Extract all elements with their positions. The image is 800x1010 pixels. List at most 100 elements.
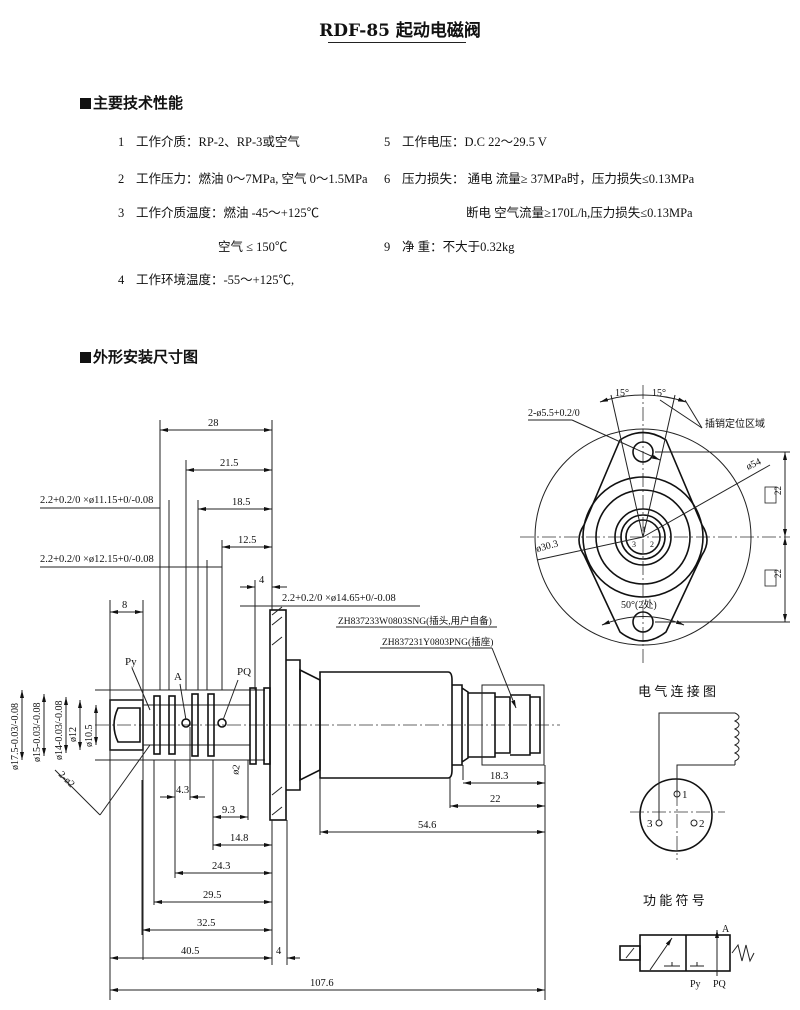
dim-9-3: 9.3 bbox=[222, 805, 235, 816]
spec-num: 6 bbox=[384, 172, 391, 186]
holes-2-diameter-label: 2-ø2 bbox=[56, 769, 77, 790]
spec-2: 2 工作压力：燃油 0～7MPa, 空气 0～1.5MPa bbox=[118, 168, 368, 187]
top-dimensions: 28 21.5 18.5 12.5 4 8 2.2+0.2/0 ×ø11.15+… bbox=[40, 418, 420, 1000]
function-symbol: 功 能 符 号 A Py PQ bbox=[619, 893, 755, 990]
symbol-port-py: Py bbox=[690, 979, 701, 990]
dim-8: 8 bbox=[122, 600, 127, 611]
title-underline bbox=[328, 42, 466, 43]
symbol-title: 功 能 符 号 bbox=[643, 893, 705, 908]
spec-num: 2 bbox=[118, 172, 125, 186]
spec-text: 净 重：不大于0.32kg bbox=[402, 240, 515, 254]
end-pin-2: 2 bbox=[650, 540, 654, 549]
mounting-hole-label: 2-ø5.5+0.2/0 bbox=[528, 408, 580, 419]
dim-29-5: 29.5 bbox=[203, 890, 221, 901]
dim-24-3: 24.3 bbox=[212, 861, 230, 872]
connector-outline bbox=[481, 684, 545, 766]
end-view: 15° 15° 2-ø5.5+0.2/0 插销定位区域 ø54 ø30.3 50… bbox=[520, 385, 790, 665]
coil-icon bbox=[733, 712, 740, 765]
groove-1-spec: 2.2+0.2/0 ×ø11.15+0/-0.08 bbox=[40, 495, 153, 506]
dia-12: ø12 bbox=[68, 727, 79, 742]
dia-14: ø14-0.03/-0.08 bbox=[54, 701, 65, 760]
specs-heading-text: 主要技术性能 bbox=[93, 94, 184, 112]
drawing-heading-text: 外形安装尺寸图 bbox=[93, 348, 199, 366]
dim-107-6: 107.6 bbox=[310, 978, 334, 989]
side-view: Py A PQ ø2 2-ø2 ø17.5-0.03/-0.08 ø15-0.0… bbox=[10, 418, 560, 1000]
offset-lower: 22 bbox=[773, 569, 783, 578]
spring-icon bbox=[731, 943, 755, 963]
document-title: RDF-85 起动电磁阀 bbox=[319, 21, 481, 41]
port-a-hole bbox=[181, 718, 191, 728]
groove-2-spec: 2.2+0.2/0 ×ø12.15+0/-0.08 bbox=[40, 554, 154, 565]
spec-1: 1 工作介质：RP-2、RP-3或空气 bbox=[118, 131, 300, 150]
spec-6: 6 压力损失： 通电 流量≥ 37MPa时，压力损失≤0.13MPa bbox=[384, 168, 694, 187]
drawing-heading: 外形安装尺寸图 bbox=[80, 346, 198, 367]
flange-outline bbox=[578, 431, 708, 642]
spec-num: 5 bbox=[384, 135, 391, 149]
dim-18-5: 18.5 bbox=[232, 497, 250, 508]
end-pin-1: 1 bbox=[642, 525, 646, 534]
pin-zone-label: 插销定位区域 bbox=[705, 417, 765, 430]
flange-angle-label: 50°(2处) bbox=[621, 599, 657, 611]
square-bullet-icon bbox=[80, 98, 91, 109]
mounting-flange bbox=[269, 606, 301, 821]
symbol-port-a: A bbox=[722, 924, 730, 935]
spec-text: 断电 空气流量≥170L/h,压力损失≤0.13MPa bbox=[466, 206, 693, 220]
spec-3b: 空气 ≤ 150℃ bbox=[218, 236, 287, 255]
angle-15-left: 15° bbox=[615, 388, 629, 399]
port-py-label: Py bbox=[125, 656, 137, 668]
symbol-port-pq: PQ bbox=[713, 979, 727, 990]
dim-28: 28 bbox=[208, 418, 219, 429]
spec-text: 压力损失： 通电 流量≥ 37MPa时，压力损失≤0.13MPa bbox=[402, 172, 695, 186]
wire-pin-3: 3 bbox=[647, 818, 653, 830]
dim-14-8: 14.8 bbox=[230, 833, 248, 844]
wire-pin-1: 1 bbox=[682, 789, 688, 801]
spec-text: 工作电压：D.C 22～29.5 V bbox=[402, 135, 547, 149]
port-a-label: A bbox=[174, 671, 182, 683]
spool bbox=[95, 687, 271, 765]
inner-diameter-label: ø30.3 bbox=[535, 538, 560, 554]
offset-upper: 22 bbox=[773, 486, 783, 495]
solenoid-body bbox=[299, 668, 545, 782]
hole-diameter-label: ø2 bbox=[230, 764, 243, 776]
wire-pin-2: 2 bbox=[699, 818, 705, 830]
dia-10-5: ø10.5 bbox=[84, 725, 95, 748]
part-labels: ZH837233W0803SNG(插头,用户自备) ZH837231Y0803P… bbox=[336, 615, 517, 709]
outer-circle bbox=[534, 428, 752, 646]
dia-17-5: ø17.5-0.03/-0.08 bbox=[10, 703, 21, 770]
dia-15: ø15-0.03/-0.08 bbox=[32, 703, 43, 762]
dim-22: 22 bbox=[490, 794, 501, 805]
dim-18-3: 18.3 bbox=[490, 771, 508, 782]
specs-heading: 主要技术性能 bbox=[80, 92, 183, 113]
dim-32-5: 32.5 bbox=[197, 918, 215, 929]
solenoid-icon bbox=[619, 945, 641, 961]
angle-15-right: 15° bbox=[652, 388, 666, 399]
spec-text: 工作介质：RP-2、RP-3或空气 bbox=[136, 135, 300, 149]
spec-text: 空气 ≤ 150℃ bbox=[218, 240, 288, 254]
spec-num: 1 bbox=[118, 135, 125, 149]
wiring-diagram: 电 气 连 接 图 1 2 3 bbox=[630, 684, 740, 860]
dim-4-3: 4.3 bbox=[176, 785, 189, 796]
wiring-title: 电 气 连 接 图 bbox=[638, 684, 716, 699]
dim-4-bottom: 4 bbox=[276, 946, 282, 957]
dim-12-5: 12.5 bbox=[238, 535, 256, 546]
diameter-dimensions: ø17.5-0.03/-0.08 ø15-0.03/-0.08 ø14-0.03… bbox=[10, 690, 98, 770]
plug-part-label: ZH837233W0803SNG(插头,用户自备) bbox=[338, 615, 492, 627]
spec-text: 工作介质温度：燃油 -45～+125℃ bbox=[136, 206, 320, 220]
socket-part-label: ZH837231Y0803PNG(插座) bbox=[382, 636, 493, 648]
spec-6b: 断电 空气流量≥170L/h,压力损失≤0.13MPa bbox=[466, 202, 693, 221]
dim-4-top: 4 bbox=[259, 575, 265, 586]
spec-text: 工作压力：燃油 0～7MPa, 空气 0～1.5MPa bbox=[136, 172, 368, 186]
end-pin-3: 3 bbox=[632, 540, 636, 549]
dim-54-6: 54.6 bbox=[418, 820, 436, 831]
dim-40-5: 40.5 bbox=[181, 946, 199, 957]
bottom-dimensions: 4.3 9.3 14.8 24.3 29.5 32.5 40.5 4 107.6… bbox=[110, 727, 546, 1000]
port-pq-hole bbox=[217, 718, 227, 728]
spec-5: 5 工作电压：D.C 22～29.5 V bbox=[384, 131, 547, 150]
port-pq-label: PQ bbox=[237, 666, 251, 678]
square-bullet-icon bbox=[80, 352, 91, 363]
groove-3-spec: 2.2+0.2/0 ×ø14.65+0/-0.08 bbox=[282, 593, 396, 604]
